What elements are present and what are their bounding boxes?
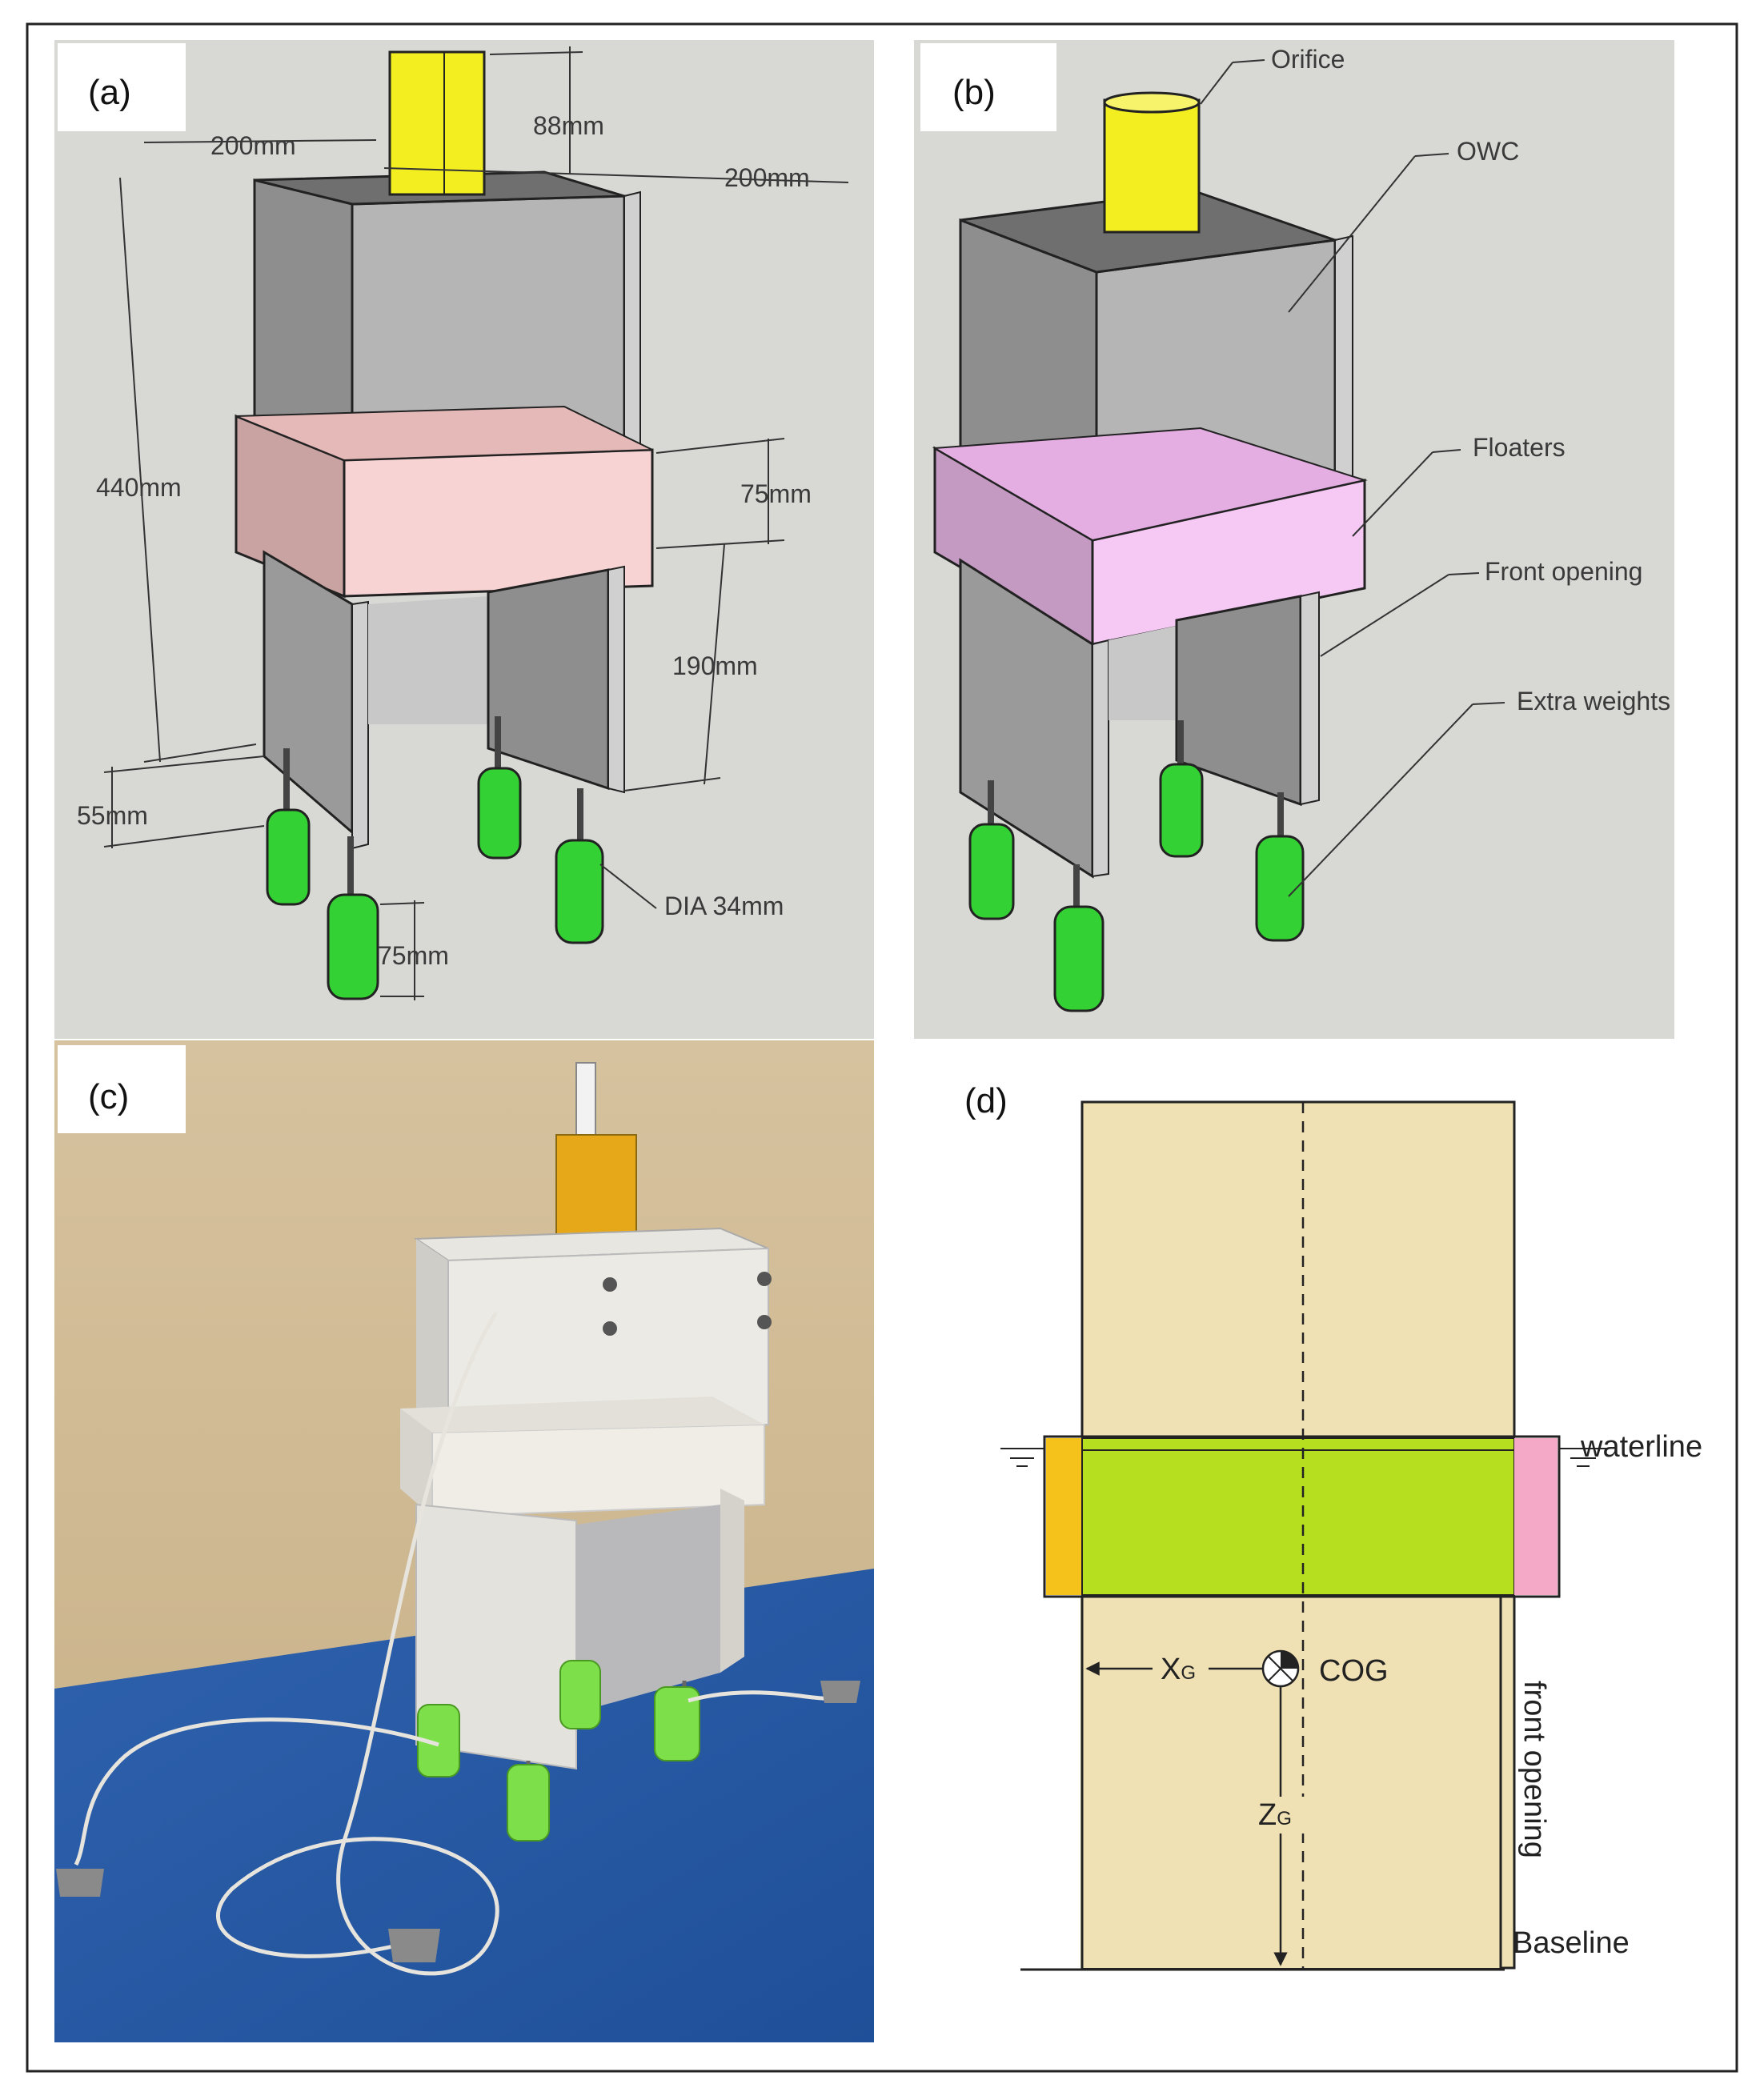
extra-weights-b	[968, 763, 1305, 1012]
dim-floater-height: 75mm	[740, 479, 812, 508]
floater-a	[235, 405, 654, 599]
orifice-a	[388, 50, 486, 196]
orifice-b	[1103, 91, 1201, 234]
dim-top-width-left: 200mm	[210, 131, 296, 160]
panel-a-label: (a)	[88, 73, 131, 112]
dim-rod-length: 55mm	[77, 801, 148, 830]
rods-a	[283, 716, 583, 904]
callout-owc: OWC	[1457, 137, 1519, 166]
callout-front-opening: Front opening	[1485, 557, 1642, 586]
panel-a: (a)	[54, 40, 874, 1039]
cog-symbol	[1261, 1649, 1300, 1688]
xg-subscript: G	[1181, 1662, 1196, 1684]
extra-weights-a	[266, 767, 604, 1000]
callout-extra-weights: Extra weights	[1517, 687, 1670, 715]
xg-label-bg	[1153, 1650, 1209, 1687]
baseline-label: Baseline	[1513, 1926, 1630, 1960]
callout-orifice: Orifice	[1271, 45, 1345, 74]
panel-b-label: (b)	[952, 73, 996, 112]
dim-weight-height: 75mm	[378, 941, 449, 970]
waterline-symbols	[1000, 1448, 1609, 1467]
right-floater	[1514, 1438, 1558, 1595]
panel-c-label: (c)	[88, 1077, 129, 1116]
left-floater	[1046, 1438, 1082, 1595]
dim-weight-diameter: DIA 34mm	[664, 892, 784, 920]
panel-d: (d) waterline XG COG	[964, 1081, 1702, 1971]
panel-c-label-box	[58, 1045, 186, 1133]
zg-main: Z	[1258, 1798, 1277, 1832]
dim-overall-height: 440mm	[96, 473, 182, 502]
panel-b: (b)	[914, 40, 1674, 1039]
waterline-label: waterline	[1580, 1430, 1702, 1464]
dim-leg-height: 190mm	[672, 651, 758, 680]
front-opening-label: front opening	[1517, 1681, 1551, 1858]
dim-top-width-right: 200mm	[724, 163, 810, 192]
photo-model	[56, 1062, 860, 1976]
xg-main: X	[1161, 1653, 1181, 1686]
legs-b	[959, 558, 1320, 879]
zg-label: ZG	[1258, 1798, 1292, 1832]
cog-label: COG	[1319, 1654, 1389, 1688]
panel-b-label-box	[920, 43, 1056, 131]
callout-lines-b	[1200, 59, 1505, 897]
panel-a-label-box	[58, 43, 186, 131]
panel-d-label: (d)	[964, 1081, 1008, 1120]
figure-border	[26, 22, 1738, 2073]
floater-b	[932, 427, 1368, 647]
dim-orifice-height: 88mm	[533, 111, 604, 140]
zg-label-bg	[1255, 1797, 1306, 1833]
dimension-lines-a	[103, 46, 849, 1000]
panel-c: (c)	[54, 1040, 874, 2042]
xg-label: XG	[1161, 1653, 1196, 1686]
hull-lower	[1080, 1597, 1501, 1968]
submerged-section	[1081, 1437, 1515, 1596]
legs-a	[263, 550, 625, 850]
zg-subscript: G	[1277, 1808, 1292, 1829]
callout-floaters: Floaters	[1473, 433, 1566, 462]
